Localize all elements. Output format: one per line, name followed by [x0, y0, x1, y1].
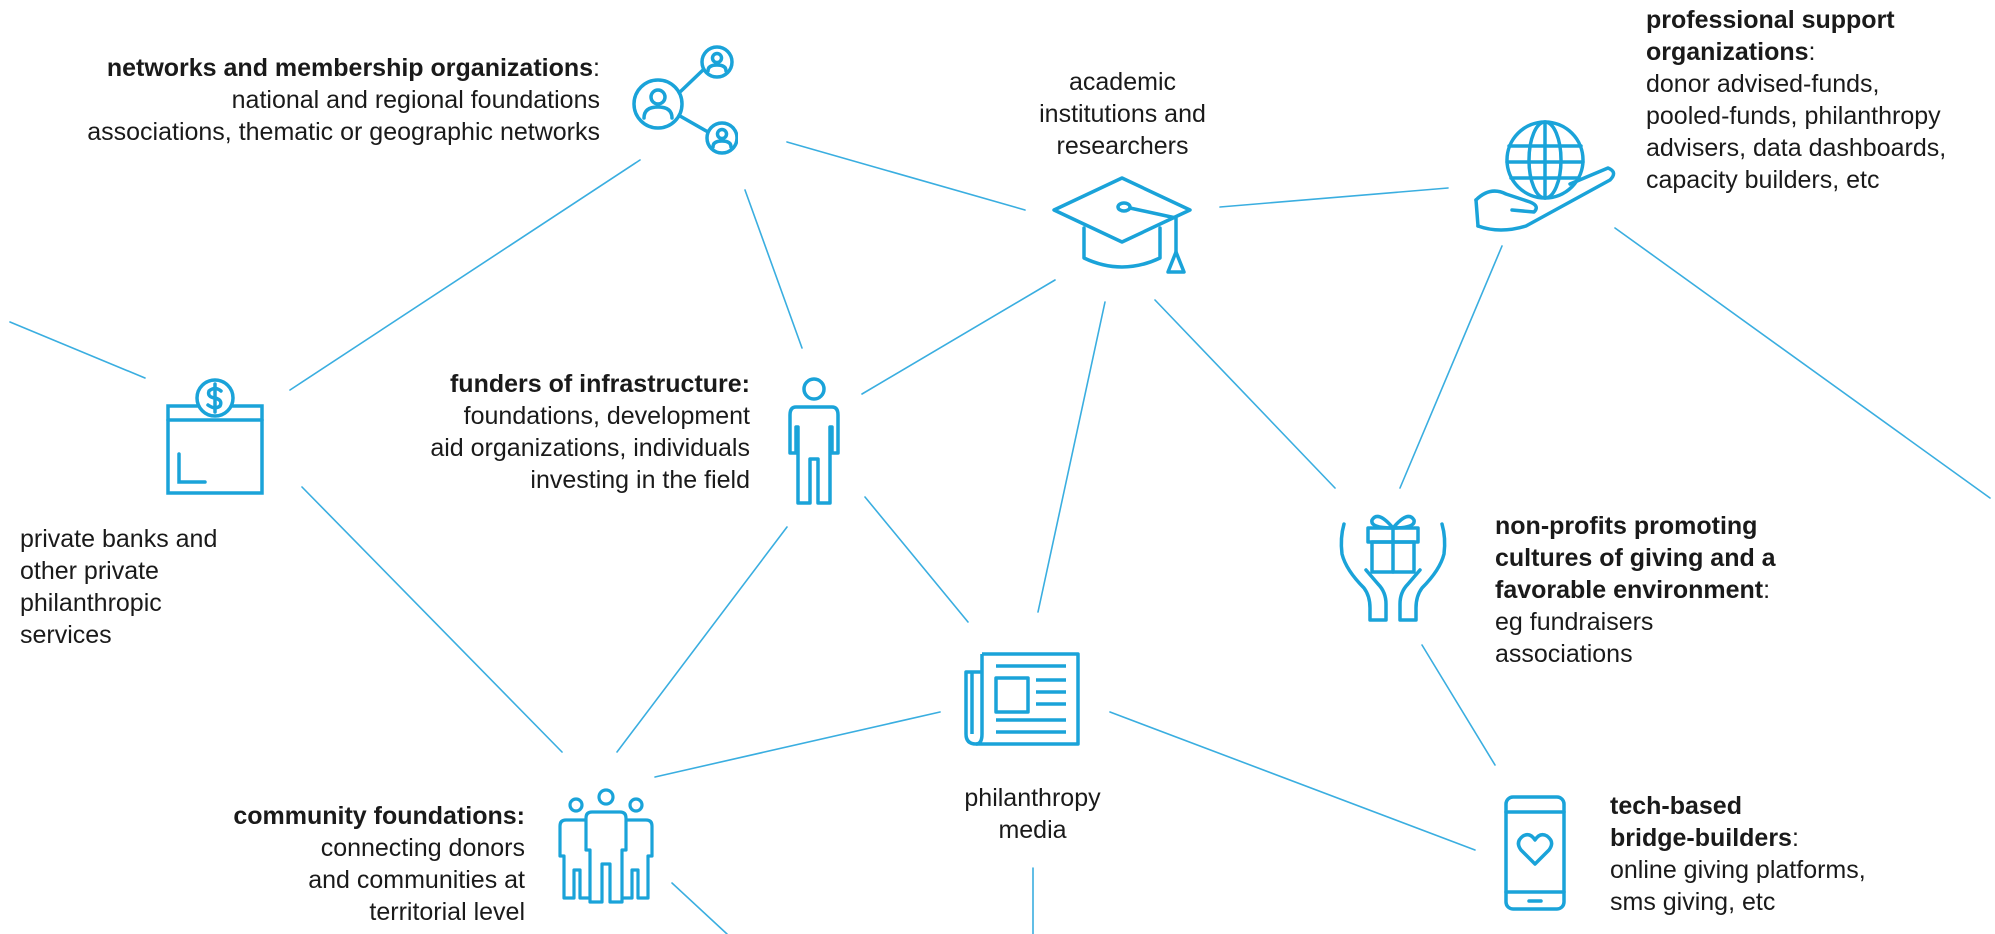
edge [9, 321, 146, 379]
edge [616, 526, 788, 753]
smartphone-heart-icon [1504, 795, 1566, 911]
edge [786, 141, 1026, 211]
media-label: philanthropy media [930, 782, 1135, 846]
community-desc-line: connecting donors [320, 834, 525, 862]
donation-box-icon [166, 378, 264, 495]
networks-suffix: : [593, 54, 600, 82]
networks-desc-line: national and regional foundations [231, 86, 600, 114]
banks-title-line: philanthropic [20, 589, 162, 617]
banks-label: private banks and other private philanth… [20, 523, 217, 651]
professional-desc-line: advisers, data dashboards, [1646, 134, 1947, 162]
edge [654, 711, 941, 778]
person-icon [788, 377, 840, 505]
newspaper-icon [964, 652, 1080, 746]
academic-title-line: institutions and [1039, 100, 1206, 128]
professional-title-line: professional support [1646, 6, 1895, 34]
graduation-cap-icon [1052, 176, 1192, 274]
edge [1109, 711, 1476, 851]
funders-desc-line: foundations, development [463, 402, 750, 430]
edge [864, 496, 969, 623]
funders-title: funders of infrastructure: [449, 370, 750, 398]
academic-title-line: academic [1069, 68, 1176, 96]
edge [1614, 227, 1991, 499]
professional-desc-line: donor advised-funds, [1646, 70, 1880, 98]
nonprofits-label: non-profits promoting cultures of giving… [1495, 510, 1776, 670]
networks-label: networks and membership organizations: n… [87, 52, 600, 148]
community-desc-line: territorial level [369, 898, 525, 926]
nonprofits-suffix: : [1763, 576, 1771, 604]
people-group-icon [558, 788, 654, 904]
nonprofits-desc-line: associations [1495, 640, 1633, 668]
edge [1421, 644, 1496, 766]
nonprofits-title-line: favorable environment [1495, 576, 1764, 604]
networks-desc-line: associations, thematic or geographic net… [87, 118, 600, 146]
tech-title-line: tech-based [1610, 792, 1742, 820]
share-network-icon [632, 45, 738, 155]
edge [861, 279, 1056, 395]
professional-label: professional support organizations: dono… [1646, 4, 1946, 196]
professional-desc-line: capacity builders, etc [1646, 166, 1880, 194]
tech-desc-line: sms giving, etc [1610, 888, 1776, 916]
tech-suffix: : [1791, 824, 1799, 852]
banks-title-line: services [20, 621, 112, 649]
edge [301, 486, 563, 753]
tech-desc-line: online giving platforms, [1610, 856, 1866, 884]
tech-label: tech-based bridge-builders: online givin… [1610, 790, 1866, 918]
edge [1219, 187, 1449, 208]
community-label: community foundations: connecting donors… [233, 800, 525, 928]
tech-title-line: bridge-builders [1610, 824, 1792, 852]
edge [1154, 299, 1336, 489]
edge [289, 159, 641, 391]
funders-desc-line: investing in the field [530, 466, 750, 494]
globe-in-hand-icon [1474, 120, 1616, 232]
banks-title-line: other private [20, 557, 159, 585]
community-desc-line: and communities at [308, 866, 525, 894]
community-title: community foundations: [233, 802, 525, 830]
banks-title-line: private banks and [20, 525, 218, 553]
academic-title-line: researchers [1056, 132, 1189, 160]
edge [1399, 245, 1503, 489]
gift-in-hands-icon [1339, 514, 1447, 622]
professional-title-line: organizations [1646, 38, 1809, 66]
edge [744, 189, 803, 349]
media-title-line: media [998, 816, 1067, 844]
academic-label: academic institutions and researchers [1010, 66, 1235, 162]
edge [1037, 301, 1106, 613]
networks-title: networks and membership organizations [106, 54, 594, 82]
nonprofits-title-line: non-profits promoting [1495, 512, 1758, 540]
professional-desc-line: pooled-funds, philanthropy [1646, 102, 1941, 130]
funders-label: funders of infrastructure: foundations, … [430, 368, 750, 496]
media-title-line: philanthropy [964, 784, 1101, 812]
nonprofits-desc-line: eg fundraisers [1495, 608, 1654, 636]
edge [671, 882, 728, 934]
funders-desc-line: aid organizations, individuals [430, 434, 750, 462]
professional-suffix: : [1808, 38, 1816, 66]
nonprofits-title-line: cultures of giving and a [1495, 544, 1776, 572]
